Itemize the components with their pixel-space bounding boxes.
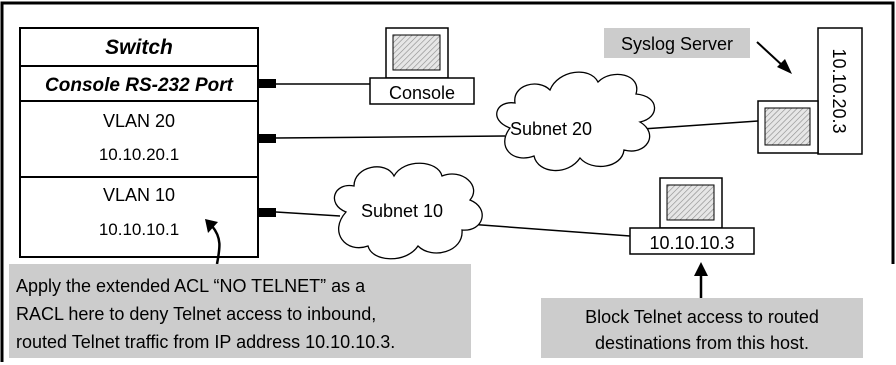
racl-callout: Apply the extended ACL “NO TELNET” as a … bbox=[9, 264, 471, 358]
host-computer: 10.10.10.3 bbox=[629, 177, 755, 255]
racl-callout-line-2: RACL here to deny Telnet access to inbou… bbox=[16, 304, 376, 324]
host-screen bbox=[666, 184, 715, 221]
vlan10-ip: 10.10.10.1 bbox=[99, 220, 179, 239]
racl-callout-line-1: Apply the extended ACL “NO TELNET” as a bbox=[16, 276, 366, 296]
syslog-link bbox=[627, 120, 759, 131]
console-port-label: Console RS-232 Port bbox=[45, 75, 234, 96]
switch-block: Switch Console RS-232 Port VLAN 20 10.10… bbox=[19, 27, 276, 258]
host-link bbox=[467, 223, 631, 237]
syslog-server-label: Syslog Server bbox=[621, 34, 733, 54]
vlan20-name: VLAN 20 bbox=[103, 111, 175, 131]
console-screen bbox=[392, 34, 441, 71]
vlan10-link bbox=[275, 211, 341, 217]
racl-callout-line-3: routed Telnet traffic from IP address 10… bbox=[16, 332, 395, 352]
vlan20-port-block bbox=[258, 134, 276, 143]
switch-title: Switch bbox=[105, 36, 173, 59]
block-callout-line-2: destinations from this host. bbox=[595, 333, 809, 353]
console-computer: Console bbox=[369, 27, 475, 105]
syslog-screen bbox=[764, 107, 811, 146]
syslog-arrowhead bbox=[777, 59, 792, 74]
block-callout-line-1: Block Telnet access to routed bbox=[585, 307, 819, 327]
syslog-ip: 10.10.20.3 bbox=[829, 48, 849, 133]
subnet20-cloud: Subnet 20 bbox=[496, 71, 656, 172]
vlan10-port-block bbox=[258, 208, 276, 217]
syslog-callout: Syslog Server bbox=[604, 28, 792, 74]
vlan20-link bbox=[275, 135, 506, 139]
vlan20-ip: 10.10.20.1 bbox=[99, 145, 179, 164]
vlan10-name: VLAN 10 bbox=[103, 185, 175, 205]
console-label: Console bbox=[389, 83, 455, 103]
racl-pointer-arrow bbox=[205, 219, 221, 265]
subnet20-label: Subnet 20 bbox=[510, 119, 592, 139]
syslog-server: 10.10.20.3 bbox=[757, 27, 863, 155]
console-port-block bbox=[258, 79, 276, 88]
block-arrowhead bbox=[694, 262, 708, 276]
host-ip: 10.10.10.3 bbox=[649, 233, 734, 253]
subnet10-cloud: Subnet 10 bbox=[333, 162, 483, 260]
block-callout: Block Telnet access to routed destinatio… bbox=[541, 262, 863, 358]
subnet10-label: Subnet 10 bbox=[361, 201, 443, 221]
